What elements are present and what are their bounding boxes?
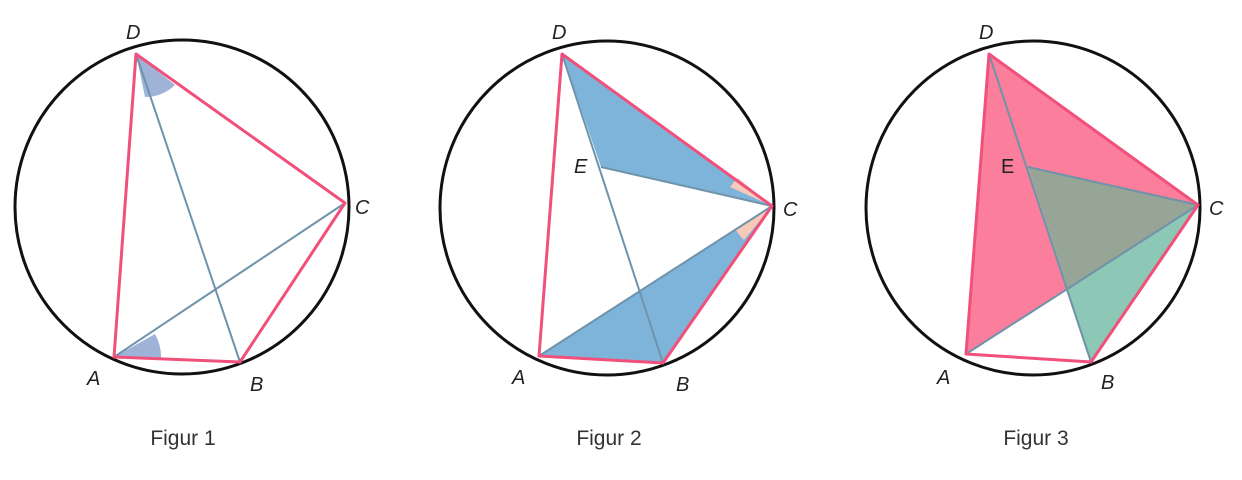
label-b-3: B bbox=[1101, 372, 1114, 394]
label-a-1: A bbox=[86, 368, 100, 390]
circle-3 bbox=[864, 39, 1202, 377]
circle-1 bbox=[13, 38, 351, 376]
figure-2: D E C A B Figur 2 bbox=[438, 22, 798, 450]
caption-figure-2: Figur 2 bbox=[576, 427, 641, 450]
caption-figure-3: Figur 3 bbox=[1003, 427, 1068, 450]
figure-3: D E C A B Figur 3 bbox=[864, 22, 1224, 450]
diagonal-db-1 bbox=[135, 53, 241, 363]
diagonal-db-3 bbox=[988, 53, 1092, 363]
label-e-2: E bbox=[574, 156, 588, 178]
label-d-2: D bbox=[552, 22, 566, 44]
caption-figure-1: Figur 1 bbox=[150, 427, 215, 450]
label-c-1: C bbox=[355, 197, 370, 219]
label-a-2: A bbox=[511, 367, 525, 389]
quadrilateral-abcd-2 bbox=[537, 52, 774, 365]
diagonal-ac-2 bbox=[538, 205, 773, 357]
label-c-3: C bbox=[1209, 198, 1224, 220]
label-c-2: C bbox=[783, 199, 798, 221]
label-a-3: A bbox=[936, 367, 950, 389]
segment-ec-2 bbox=[600, 166, 773, 207]
label-b-1: B bbox=[250, 374, 263, 396]
angle-mark-a-1 bbox=[114, 334, 162, 359]
angle-mark-c-lower-2 bbox=[736, 206, 772, 240]
quadrilateral-abcd-3 bbox=[964, 52, 1200, 364]
label-b-2: B bbox=[676, 374, 689, 396]
label-d-1: D bbox=[126, 22, 140, 44]
diagonal-db-2 bbox=[561, 53, 664, 364]
circle-2 bbox=[438, 39, 776, 377]
label-e-3: E bbox=[1001, 156, 1014, 178]
diagonal-ac-1 bbox=[113, 202, 346, 358]
angle-mark-d-1 bbox=[136, 54, 175, 97]
figure-1: D C A B Figur 1 bbox=[13, 22, 370, 450]
label-d-3: D bbox=[979, 22, 993, 44]
overlap-region-3 bbox=[1028, 167, 1198, 290]
triangle-abc-2 bbox=[539, 206, 772, 363]
diagonal-ac-3 bbox=[965, 204, 1199, 355]
quadrilateral-abcd-1 bbox=[112, 52, 347, 364]
segment-ec-3 bbox=[1027, 166, 1199, 206]
